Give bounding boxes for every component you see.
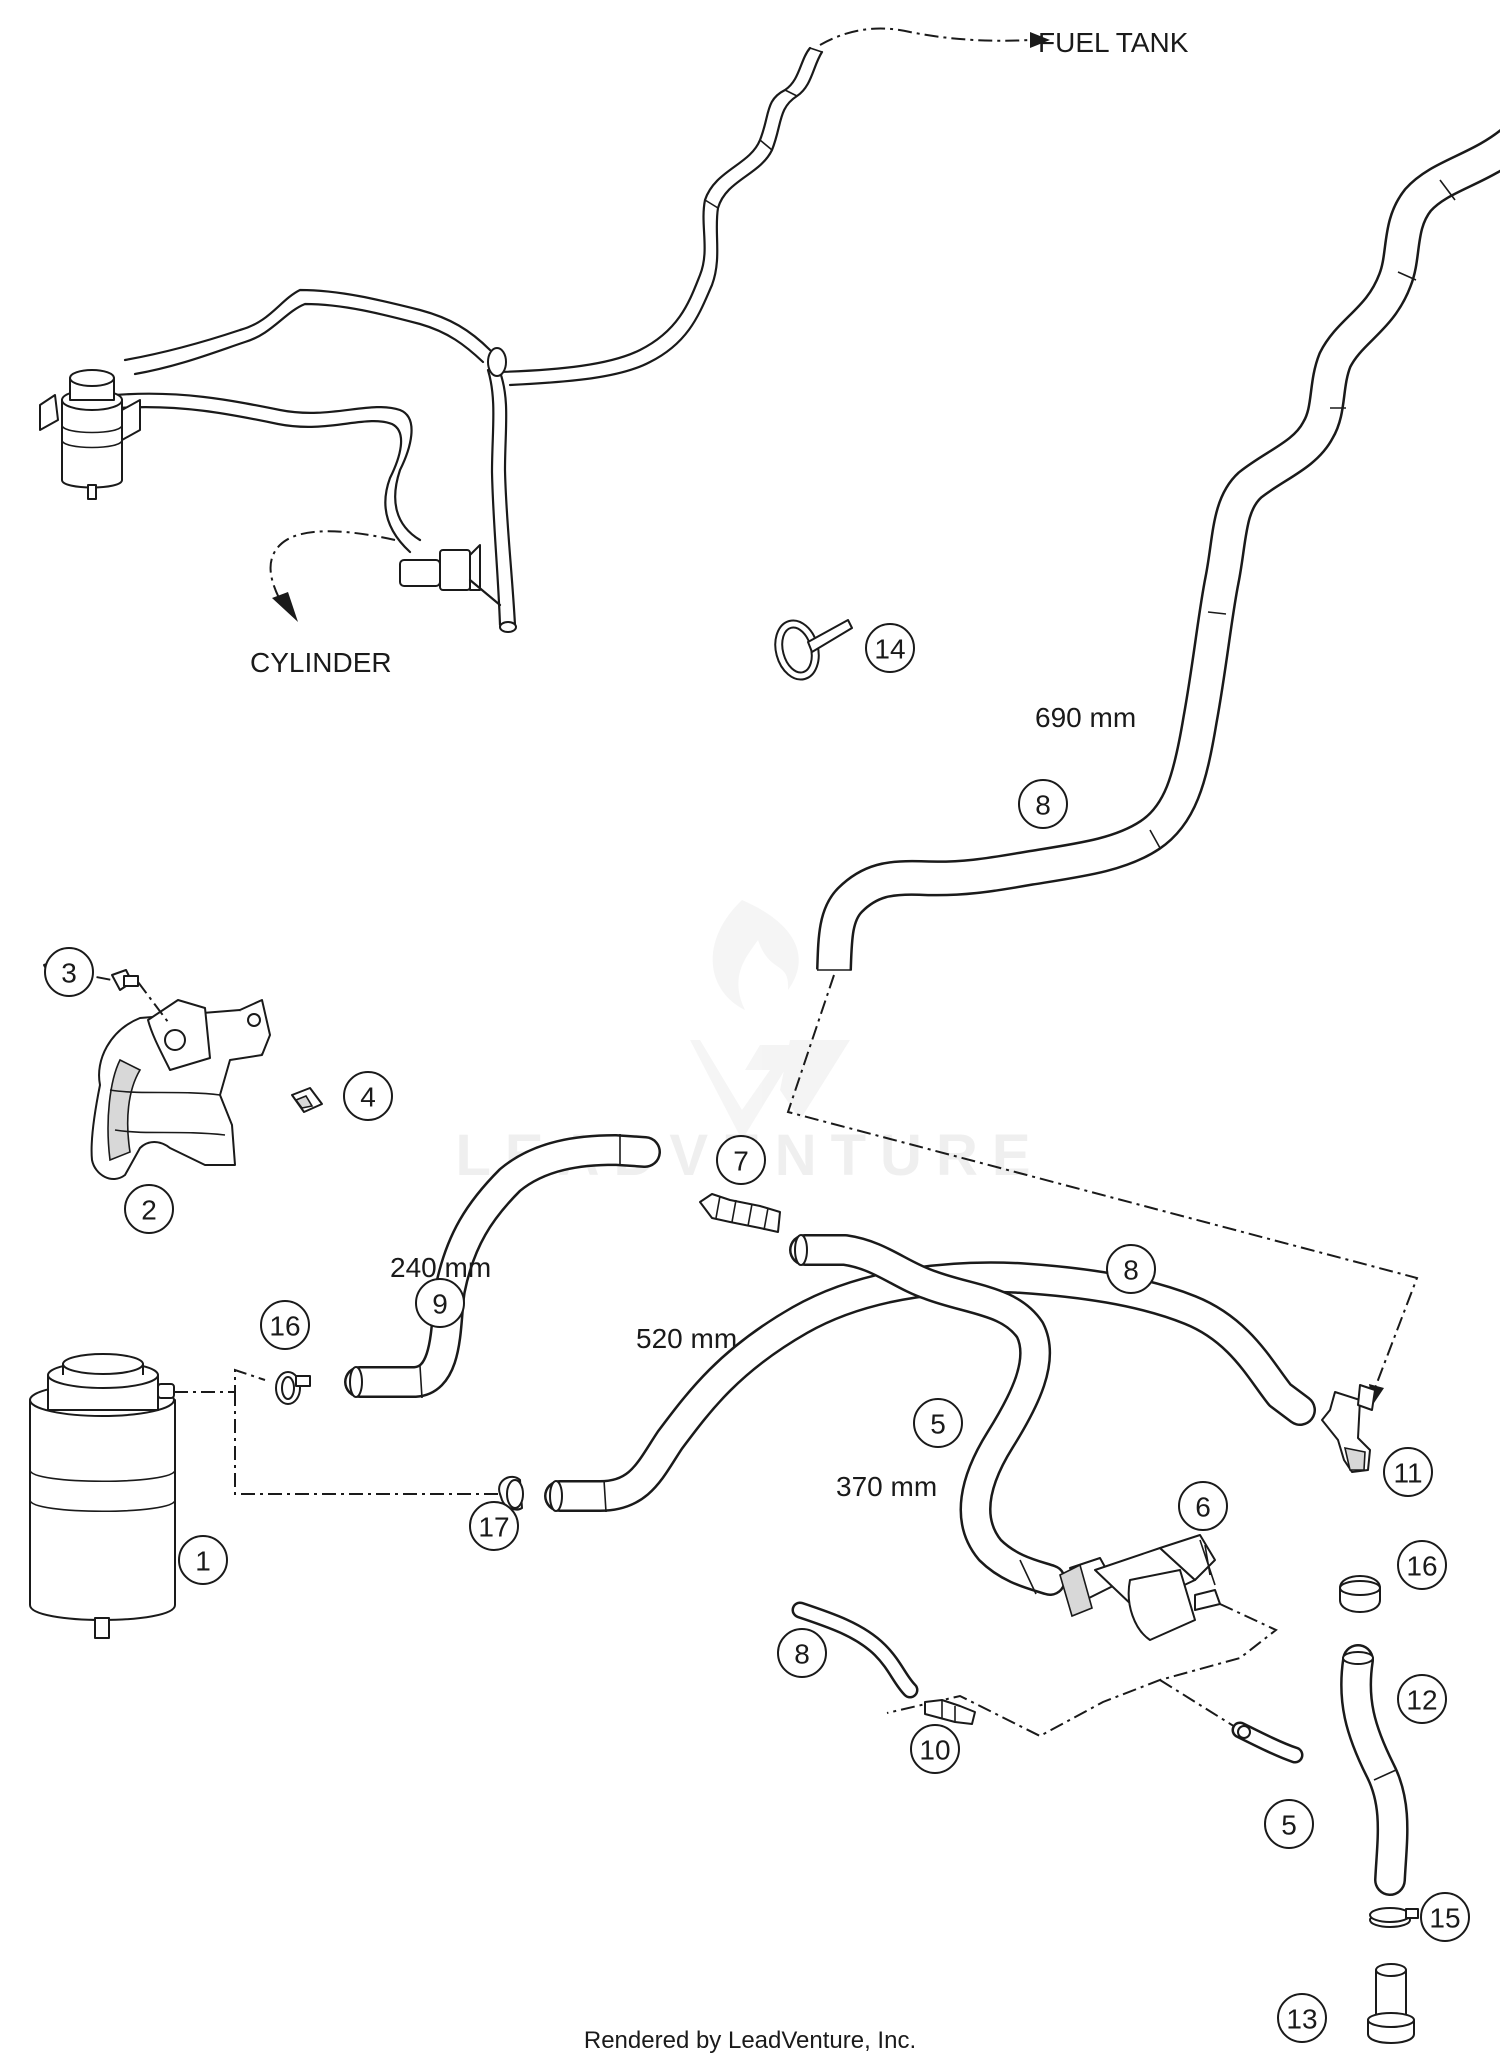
svg-text:5: 5 [1281, 1810, 1297, 1841]
svg-text:8: 8 [1123, 1255, 1139, 1286]
hose-short-8 [791, 1601, 919, 1699]
hose-connector-icon [924, 1699, 976, 1725]
purge-valve-icon [1059, 1534, 1221, 1641]
band-clamp-icon [1369, 1907, 1419, 1928]
canister-icon [29, 1353, 176, 1639]
callout-11: 11 [1383, 1447, 1433, 1497]
cap-icon [1367, 1963, 1415, 2044]
overview-canister [39, 369, 141, 500]
cable-tie-icon [774, 619, 853, 681]
hose-vertical-12 [1340, 1644, 1409, 1896]
hose8-route-leader [786, 974, 1419, 1389]
svg-text:3: 3 [61, 958, 77, 989]
callout-8-top: 8 [1018, 779, 1068, 829]
svg-text:1: 1 [195, 1546, 211, 1577]
callout-5-upper: 5 [913, 1398, 963, 1448]
callout-2: 2 [124, 1184, 174, 1234]
callout-16-right: 16 [1397, 1540, 1447, 1590]
svg-text:2: 2 [141, 1195, 157, 1226]
svg-text:11: 11 [1393, 1458, 1422, 1489]
callout-4: 4 [343, 1071, 393, 1121]
callout-14: 14 [865, 623, 915, 673]
valve-leader [886, 1603, 1278, 1738]
svg-text:8: 8 [1035, 790, 1051, 821]
hose-y-520mm [544, 1234, 1316, 1596]
y-fitting-icon [1321, 1384, 1376, 1473]
cylinder-label: CYLINDER [250, 647, 392, 678]
footer-credit: Rendered by LeadVenture, Inc. [584, 2027, 916, 2054]
watermark-logo [690, 900, 850, 1140]
svg-text:16: 16 [269, 1311, 300, 1342]
svg-text:17: 17 [478, 1512, 509, 1543]
svg-text:12: 12 [1406, 1685, 1437, 1716]
hose-clamp-icon-b [1339, 1575, 1381, 1613]
overview-assembly [39, 27, 1050, 633]
length-690mm-label: 690 mm [1035, 702, 1136, 733]
cylinder-leader [269, 530, 396, 601]
callout-1: 1 [178, 1535, 228, 1585]
overview-valve [399, 544, 502, 607]
callout-8-lower: 8 [777, 1628, 827, 1678]
callout-6: 6 [1178, 1481, 1228, 1531]
fuel-tank-arrow [1030, 32, 1050, 48]
callout-7: 7 [716, 1135, 766, 1185]
svg-text:14: 14 [874, 634, 905, 665]
canister-leader [174, 1368, 500, 1495]
length-370mm-label: 370 mm [836, 1471, 937, 1502]
callout-5-lower: 5 [1264, 1799, 1314, 1849]
callout-15: 15 [1420, 1892, 1470, 1942]
callout-8-mid: 8 [1106, 1244, 1156, 1294]
hose-short-5 [1231, 1721, 1304, 1764]
svg-text:6: 6 [1195, 1492, 1211, 1523]
callout-13: 13 [1277, 1993, 1327, 2043]
fuel-tank-label: FUEL TANK [1038, 27, 1189, 58]
svg-text:7: 7 [733, 1146, 749, 1177]
svg-text:8: 8 [794, 1639, 810, 1670]
callout-10: 10 [910, 1724, 960, 1774]
callout-12: 12 [1397, 1674, 1447, 1724]
clip-nut-icon [291, 1087, 323, 1113]
callout-16-left: 16 [260, 1300, 310, 1350]
callout-3: 3 [44, 947, 94, 997]
svg-text:9: 9 [432, 1289, 448, 1320]
length-240mm-label: 240 mm [390, 1252, 491, 1283]
quick-connector-icon [699, 1193, 781, 1233]
svg-text:16: 16 [1406, 1551, 1437, 1582]
svg-text:15: 15 [1429, 1903, 1460, 1934]
hose-690mm [816, 128, 1500, 971]
callout-17: 17 [469, 1501, 519, 1551]
hose-clamp-icon [275, 1371, 311, 1405]
svg-text:4: 4 [360, 1082, 376, 1113]
hose-240mm [344, 1134, 661, 1399]
svg-text:10: 10 [919, 1735, 950, 1766]
bracket-icon [90, 999, 271, 1180]
fuel-tank-leader [819, 27, 1031, 46]
svg-text:13: 13 [1286, 2004, 1317, 2035]
svg-text:5: 5 [930, 1409, 946, 1440]
callout-9: 9 [415, 1278, 465, 1328]
cylinder-arrow [272, 592, 298, 622]
length-520mm-label: 520 mm [636, 1323, 737, 1354]
